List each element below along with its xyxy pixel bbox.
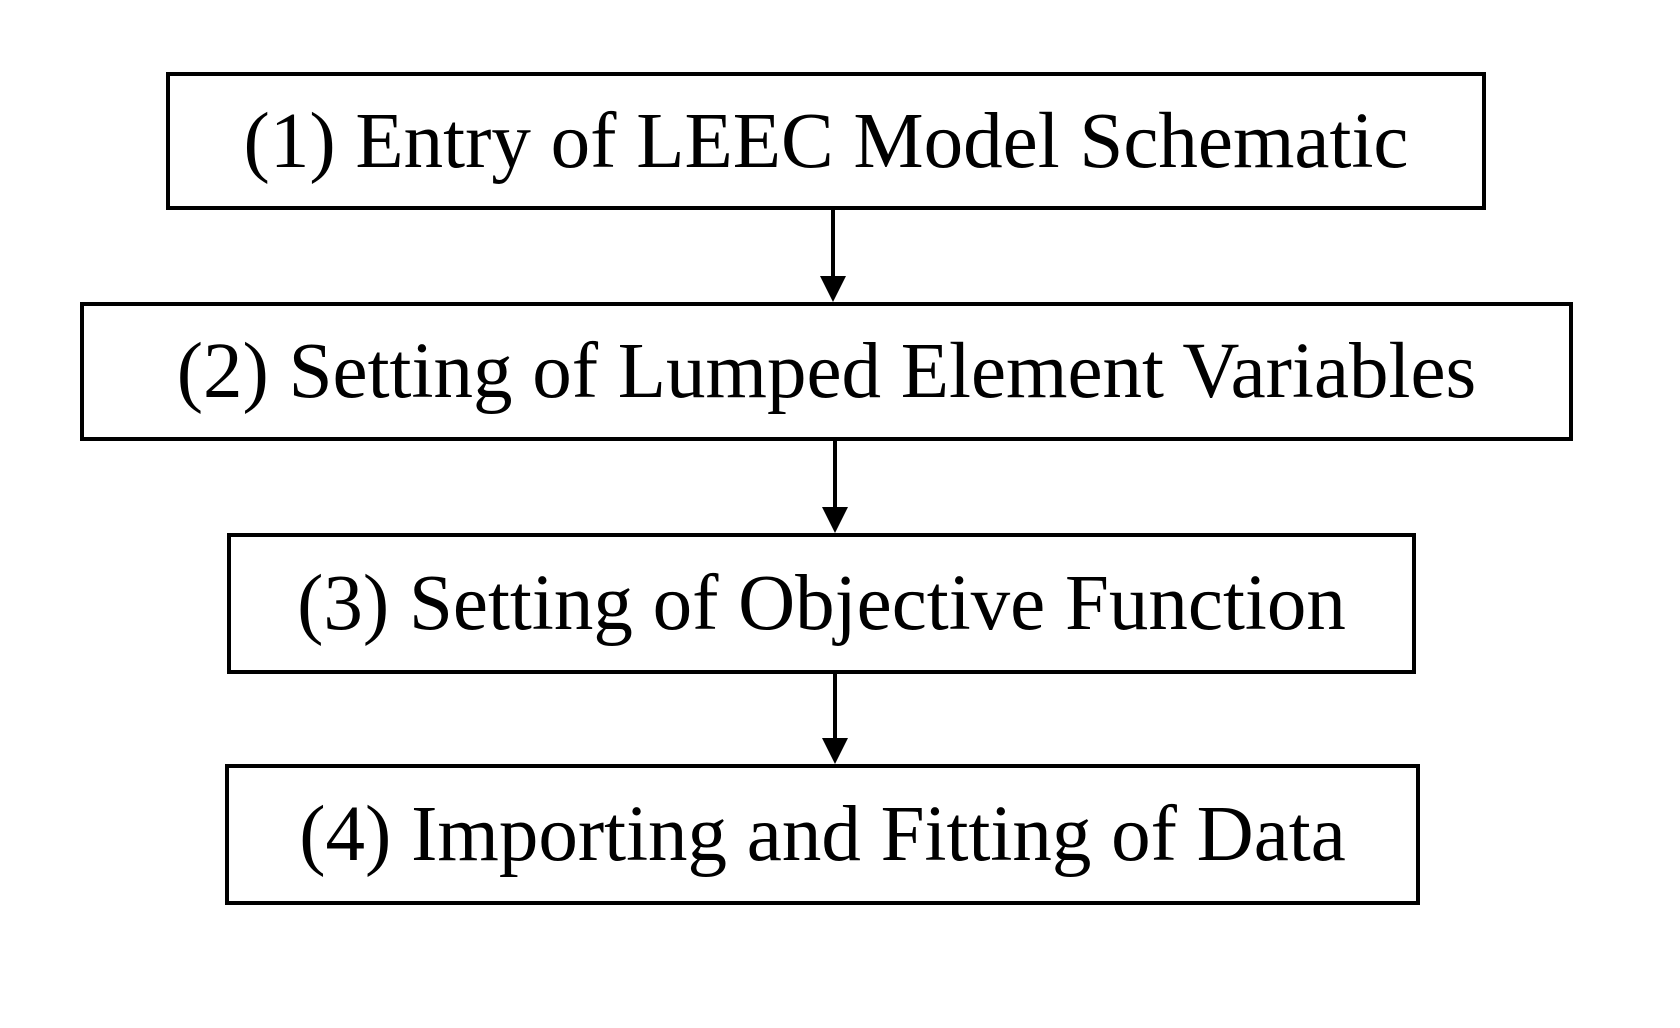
arrow-down-icon: [822, 674, 848, 764]
arrow-down-icon: [822, 441, 848, 533]
step-label: (4) Importing and Fitting of Data: [299, 791, 1346, 878]
step-label: (1) Entry of LEEC Model Schematic: [243, 97, 1409, 185]
arrow-down-icon: [820, 210, 846, 302]
step-box-entry-of-leec-model-schematic: (1) Entry of LEEC Model Schematic: [166, 72, 1486, 210]
step-label: (2) Setting of Lumped Element Variables: [176, 328, 1477, 415]
step-label: (3) Setting of Objective Function: [297, 560, 1346, 647]
step-box-importing-and-fitting-of-data: (4) Importing and Fitting of Data: [225, 764, 1420, 905]
step-box-setting-of-lumped-element-variables: (2) Setting of Lumped Element Variables: [80, 302, 1573, 441]
step-box-setting-of-objective-function: (3) Setting of Objective Function: [227, 533, 1416, 674]
